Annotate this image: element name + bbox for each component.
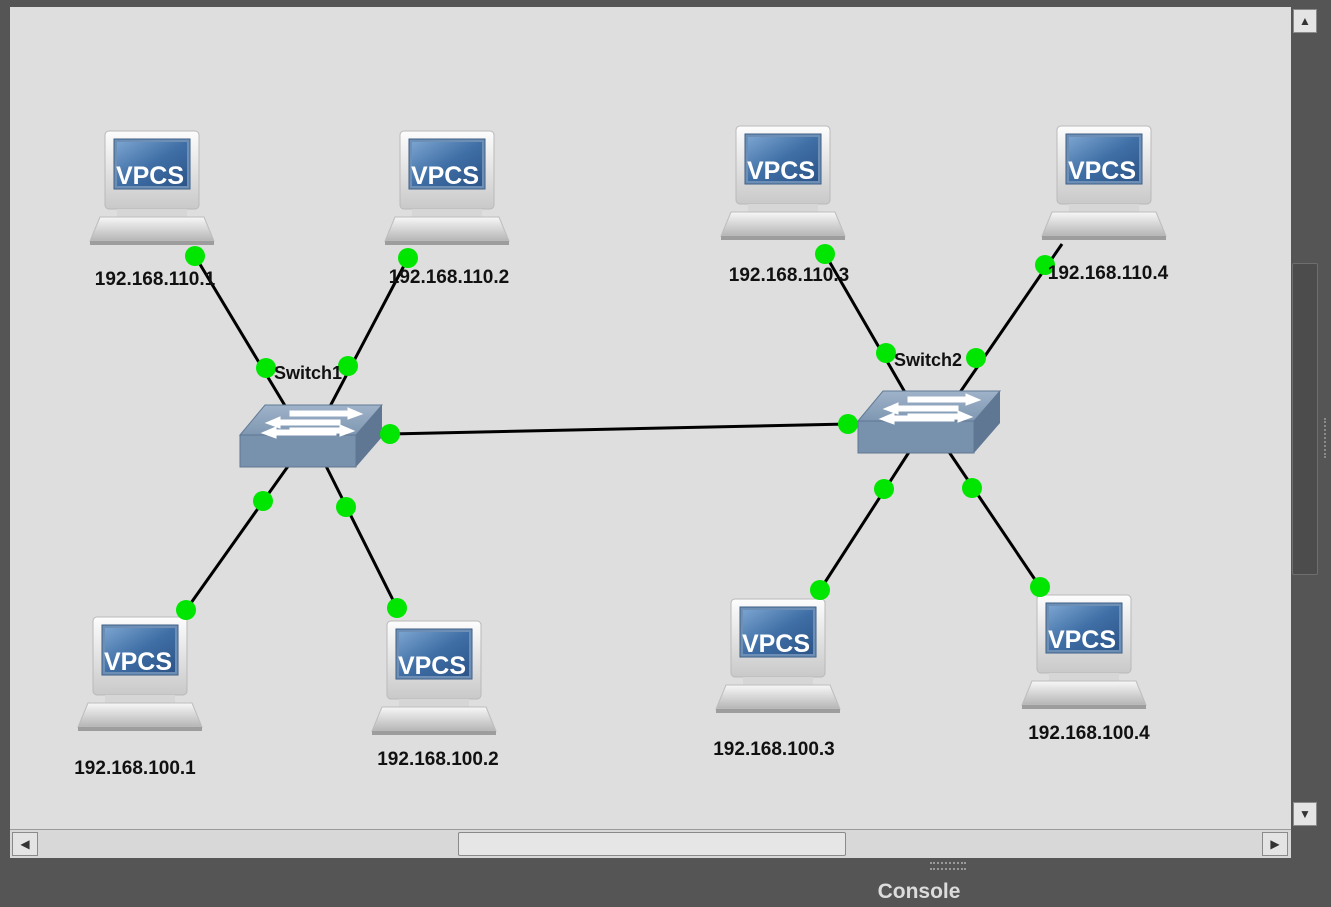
port-dot	[815, 244, 835, 264]
vpcs-node-100-3[interactable]: VPCS	[715, 598, 841, 714]
switch1-node[interactable]	[239, 404, 383, 468]
port-dot	[176, 600, 196, 620]
ethernet-switch-icon	[857, 390, 1001, 454]
ip-label-100-4: 192.168.100.4	[1028, 723, 1150, 744]
port-dot	[253, 491, 273, 511]
switch2-node[interactable]	[857, 390, 1001, 454]
port-dot	[874, 479, 894, 499]
link-110-1-switch1[interactable]	[193, 255, 292, 415]
vpcs-node-100-2[interactable]: VPCS	[371, 620, 497, 736]
port-dot	[810, 580, 830, 600]
scrollbar-corner	[1291, 829, 1320, 858]
topology-diagram[interactable]: VPCS VPCS VPCS VPCS VPCS VPCS VPCS VPCS	[10, 7, 1291, 829]
ethernet-switch-icon	[239, 404, 383, 468]
splitter-grip-icon[interactable]	[930, 862, 966, 870]
vpcs-icon-text: VPCS	[1068, 157, 1136, 185]
port-dot	[338, 356, 358, 376]
port-dot	[398, 248, 418, 268]
port-dot	[1030, 577, 1050, 597]
ip-label-110-1: 192.168.110.1	[94, 269, 216, 290]
vpcs-node-110-1[interactable]: VPCS	[89, 130, 215, 246]
vpcs-node-100-4[interactable]: VPCS	[1021, 594, 1147, 710]
switch2-label: Switch2	[893, 350, 963, 370]
link-100-4-switch2[interactable]	[945, 448, 1042, 588]
port-dot	[387, 598, 407, 618]
port-dot	[962, 478, 982, 498]
scroll-up-icon[interactable]: ▲	[1293, 9, 1317, 33]
link-110-2-switch1[interactable]	[324, 257, 410, 415]
vpcs-icon-text: VPCS	[116, 162, 184, 190]
ip-label-110-3: 192.168.110.3	[728, 265, 850, 286]
vpcs-icon-text: VPCS	[398, 652, 466, 680]
vpcs-icon-text: VPCS	[104, 648, 172, 676]
link-110-3-switch2[interactable]	[823, 253, 912, 402]
ip-label-100-2: 192.168.100.2	[377, 749, 499, 770]
vpcs-icon-text: VPCS	[747, 157, 815, 185]
console-panel-title: Console	[877, 880, 961, 903]
port-dot	[185, 246, 205, 266]
vpcs-node-110-2[interactable]: VPCS	[384, 130, 510, 246]
vpcs-node-110-4[interactable]: VPCS	[1041, 125, 1167, 241]
vertical-scrollbar[interactable]: ▲ ▼	[1291, 7, 1320, 829]
vpcs-node-110-3[interactable]: VPCS	[720, 125, 846, 241]
scroll-right-icon[interactable]: ▶	[1262, 832, 1288, 856]
ip-label-100-1: 192.168.100.1	[74, 758, 196, 779]
port-dot	[380, 424, 400, 444]
scroll-left-icon[interactable]: ◀	[12, 832, 38, 856]
port-dot	[966, 348, 986, 368]
link-100-3-switch2[interactable]	[818, 448, 913, 591]
ip-label-100-3: 192.168.100.3	[713, 739, 835, 760]
topology-canvas[interactable]: VPCS VPCS VPCS VPCS VPCS VPCS VPCS VPCS	[10, 7, 1291, 829]
vertical-scroll-thumb[interactable]	[1292, 263, 1318, 575]
port-dot	[838, 414, 858, 434]
link-switch1-switch2[interactable]	[389, 422, 849, 436]
link-100-2-switch1[interactable]	[322, 461, 399, 609]
ip-label-110-2: 192.168.110.2	[388, 267, 510, 288]
port-indicators	[176, 244, 1055, 620]
horizontal-scrollbar[interactable]: ◀ ▶	[10, 829, 1291, 858]
vpcs-icon-text: VPCS	[411, 162, 479, 190]
dock-resize-grip-icon[interactable]	[1324, 418, 1331, 458]
ip-label-110-4: 192.168.110.4	[1047, 263, 1169, 284]
vpcs-node-100-1[interactable]: VPCS	[77, 616, 203, 732]
scroll-down-icon[interactable]: ▼	[1293, 802, 1317, 826]
port-dot	[336, 497, 356, 517]
horizontal-scroll-thumb[interactable]	[458, 832, 846, 856]
port-dot	[876, 343, 896, 363]
switch1-label: Switch1	[273, 363, 343, 383]
vpcs-icon-text: VPCS	[742, 630, 810, 658]
port-dot	[1035, 255, 1055, 275]
vpcs-icon-text: VPCS	[1048, 626, 1116, 654]
link-100-1-switch1[interactable]	[184, 461, 293, 611]
port-dot	[256, 358, 276, 378]
